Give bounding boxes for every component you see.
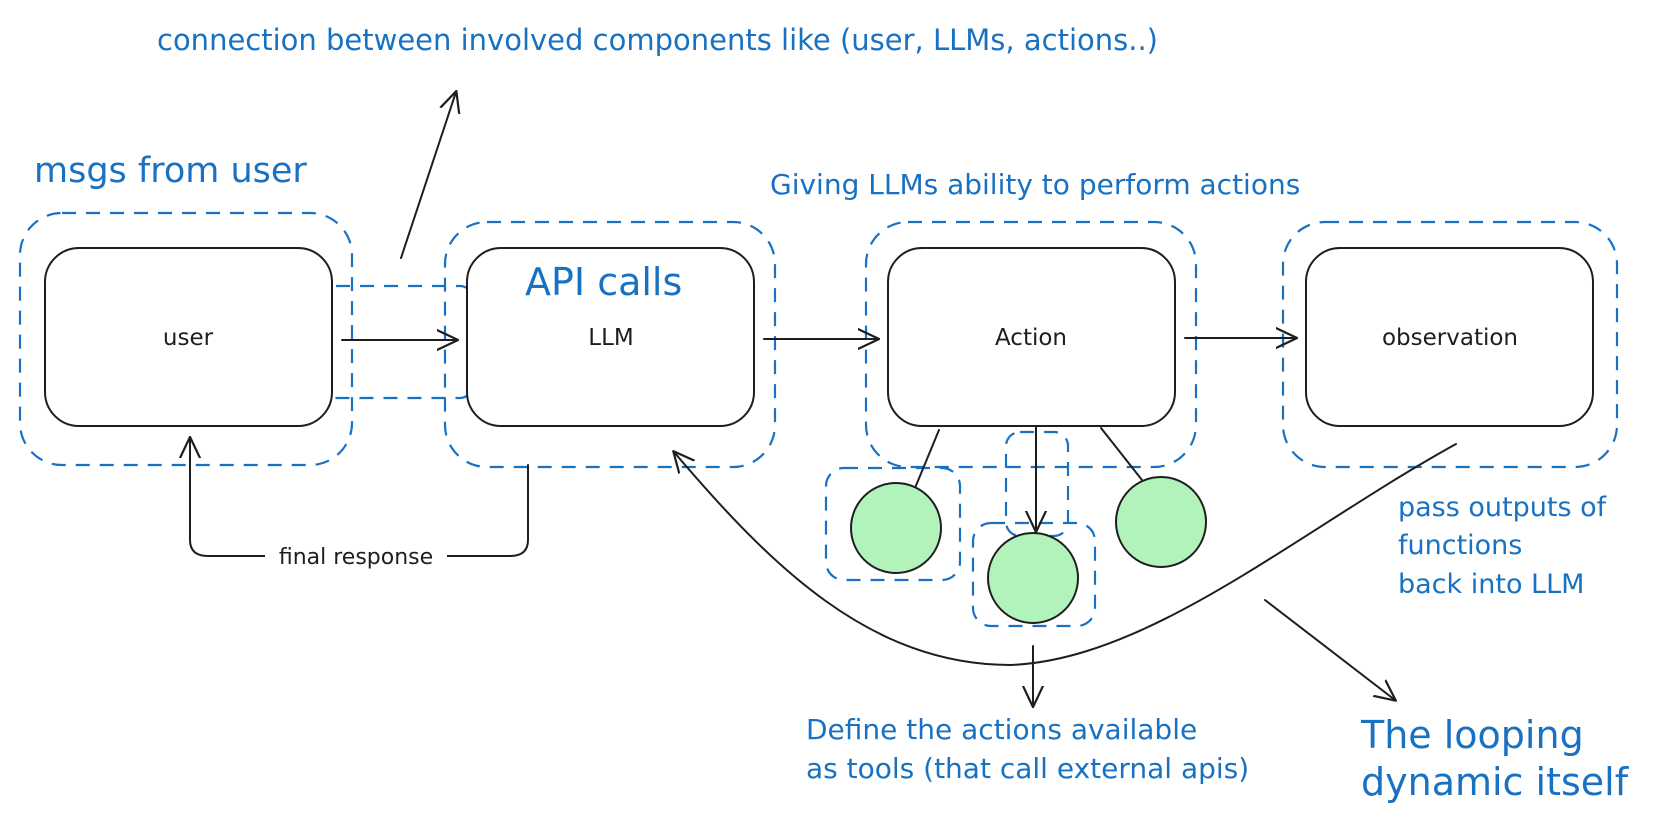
- action-group-outline: [864, 220, 1198, 469]
- looping-annotation-line-2: dynamic itself: [1361, 760, 1630, 804]
- connection-annotation: connection between involved components l…: [157, 23, 1158, 57]
- msgs-from-user-annotation: msgs from user: [34, 151, 307, 191]
- pass-outputs-annotation-line-2: functions: [1398, 530, 1522, 561]
- action-node-label: Action: [995, 325, 1067, 351]
- final-response-label-bg: [265, 540, 447, 572]
- final-response-label: final response: [279, 545, 433, 570]
- arrow-to-connection-note: [400, 92, 456, 259]
- llm-node: LLM: [466, 247, 755, 427]
- define-actions-annotation-line-2: as tools (that call external apis): [806, 752, 1249, 785]
- tool-left-circle: [850, 482, 942, 574]
- tool-left-group-outline: [824, 466, 962, 582]
- user-node: user: [44, 247, 333, 427]
- tool-middle-group-outline: [971, 521, 1097, 628]
- connector-action-to-tool-right: [1100, 427, 1143, 481]
- tool-middle-circle: [987, 532, 1079, 624]
- loop-back-curve: [674, 443, 1457, 666]
- action-node: Action: [887, 247, 1176, 427]
- pass-outputs-annotation-line-3: back into LLM: [1398, 569, 1584, 600]
- connector-action-to-tool-left: [914, 429, 940, 489]
- observation-node-label: observation: [1382, 325, 1518, 351]
- llm-node-label: LLM: [588, 325, 633, 351]
- giving-llms-annotation: Giving LLMs ability to perform actions: [770, 168, 1300, 201]
- llm-group-outline: [443, 220, 777, 469]
- api-calls-annotation: API calls: [525, 260, 682, 304]
- tool-right-circle: [1115, 476, 1207, 568]
- arrow-to-looping-note: [1264, 599, 1395, 700]
- final-response-path: [190, 438, 529, 557]
- define-actions-annotation-line-1: Define the actions available: [806, 713, 1197, 746]
- pass-outputs-annotation-line-1: pass outputs of: [1398, 492, 1608, 523]
- looping-annotation-line-1: The looping: [1360, 713, 1584, 757]
- user-node-label: user: [163, 325, 214, 351]
- observation-node: observation: [1305, 247, 1594, 427]
- connection-group-outline: [322, 284, 474, 400]
